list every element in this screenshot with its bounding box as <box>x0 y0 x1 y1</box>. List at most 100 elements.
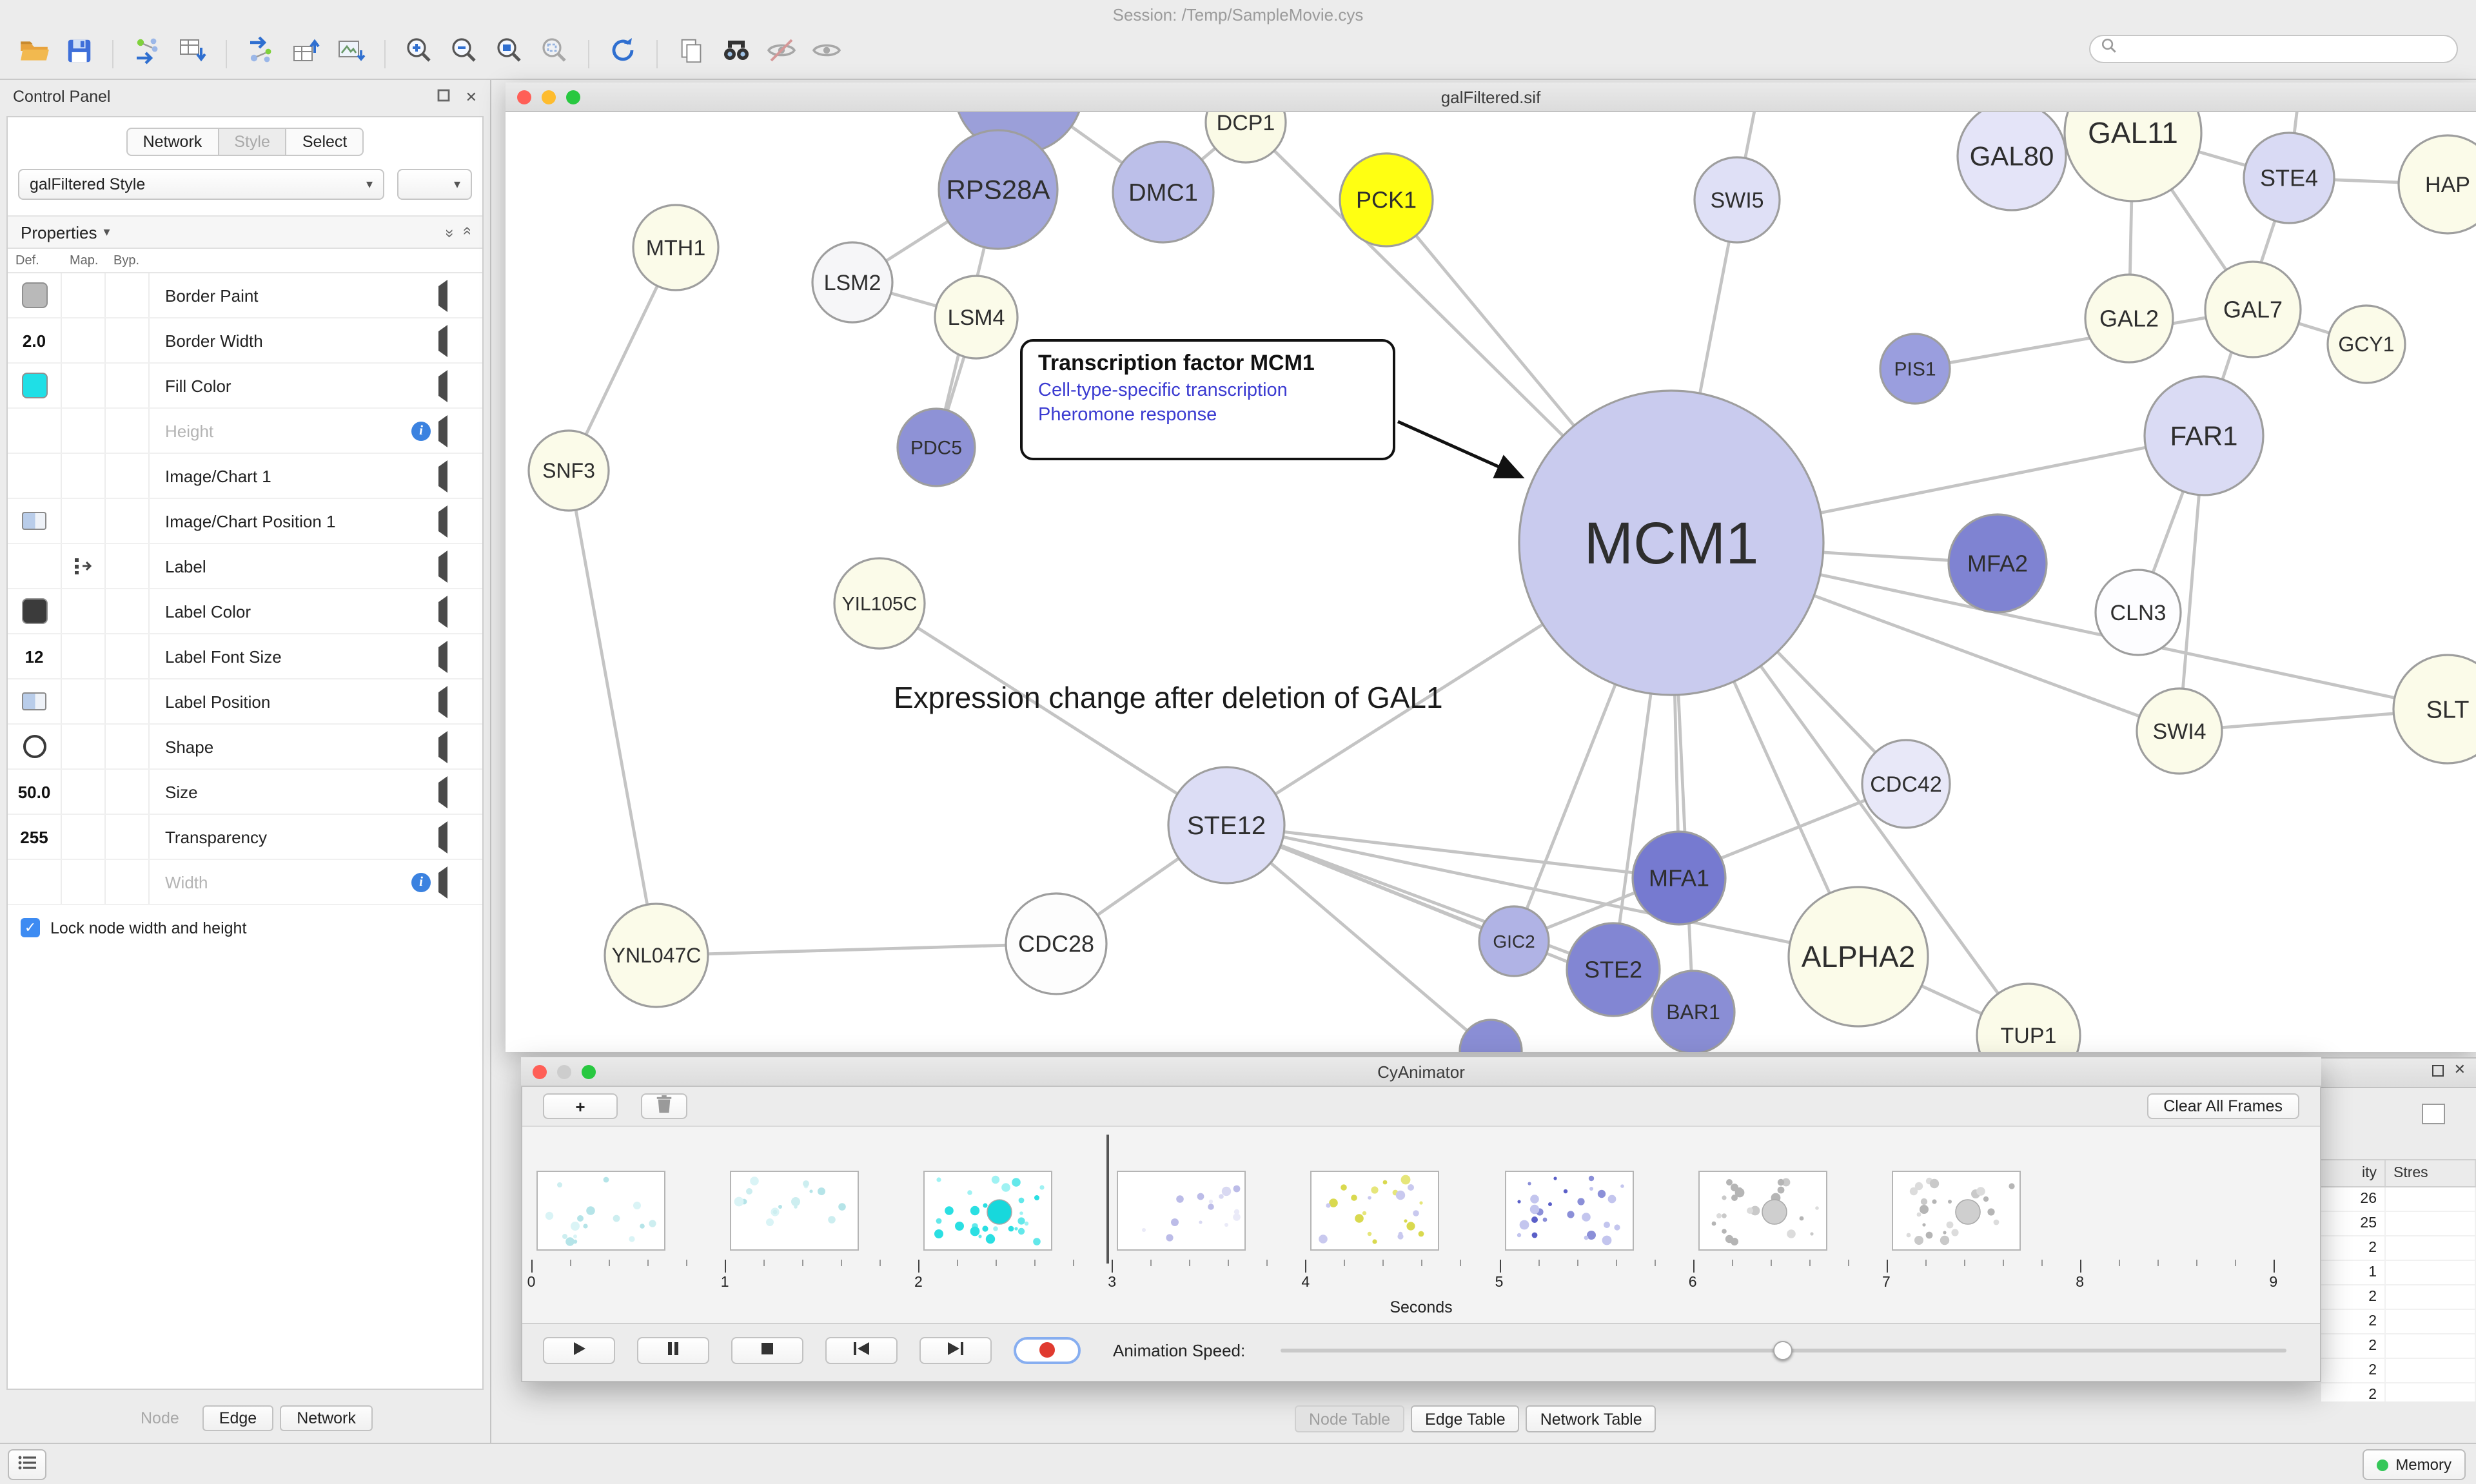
save-session-button[interactable] <box>58 34 99 73</box>
zoom-fit-button[interactable] <box>489 34 530 73</box>
color-swatch[interactable] <box>21 598 47 624</box>
tab-style[interactable]: Style <box>219 128 287 156</box>
pause-button[interactable] <box>637 1336 709 1363</box>
last-frame-button[interactable] <box>919 1336 992 1363</box>
expand-property-icon[interactable] <box>438 324 447 356</box>
network-node[interactable] <box>1460 1020 1522 1052</box>
frame-thumbnail-2[interactable] <box>923 1171 1052 1251</box>
expand-property-icon[interactable] <box>438 460 447 492</box>
minimize-window-button[interactable] <box>557 1064 571 1079</box>
default-value-cell[interactable]: 2.0 <box>8 318 62 362</box>
bypass-cell[interactable] <box>106 860 150 904</box>
mapping-cell[interactable] <box>62 679 106 723</box>
expand-property-icon[interactable] <box>438 776 447 808</box>
bypass-cell[interactable] <box>106 725 150 768</box>
import-network-button[interactable] <box>126 34 168 73</box>
bypass-cell[interactable] <box>106 454 150 498</box>
color-swatch[interactable] <box>21 373 47 398</box>
export-image-button[interactable] <box>330 34 371 73</box>
bypass-cell[interactable] <box>106 679 150 723</box>
discrete-mapping-icon[interactable] <box>62 544 106 588</box>
table-row[interactable]: 2 <box>2321 1359 2476 1383</box>
search-network-button[interactable] <box>716 34 757 73</box>
maximize-window-button[interactable] <box>582 1064 596 1079</box>
expand-property-icon[interactable] <box>438 595 447 627</box>
expand-property-icon[interactable] <box>438 866 447 898</box>
hide-selected-button[interactable] <box>761 34 802 73</box>
zoom-selected-button[interactable] <box>534 34 575 73</box>
table-row[interactable]: 2 <box>2321 1334 2476 1359</box>
zoom-in-button[interactable] <box>398 34 440 73</box>
table-row[interactable]: 2 <box>2321 1310 2476 1334</box>
default-value-cell[interactable] <box>8 409 62 453</box>
mapping-cell[interactable] <box>62 860 106 904</box>
bypass-cell[interactable] <box>106 409 150 453</box>
expand-property-icon[interactable] <box>438 369 447 402</box>
expand-property-icon[interactable] <box>438 415 447 447</box>
clear-all-frames-button[interactable]: Clear All Frames <box>2147 1093 2299 1119</box>
tab-node-table[interactable]: Node Table <box>1295 1405 1404 1432</box>
bypass-cell[interactable] <box>106 318 150 362</box>
frame-thumbnail-1[interactable] <box>730 1171 859 1251</box>
export-network-button[interactable] <box>240 34 281 73</box>
maximize-icon[interactable] <box>2432 1065 2444 1077</box>
default-value-cell[interactable]: 12 <box>8 634 62 678</box>
default-value-cell[interactable] <box>8 364 62 407</box>
frame-thumbnail-0[interactable] <box>536 1171 665 1251</box>
mapping-cell[interactable] <box>62 364 106 407</box>
info-icon[interactable]: i <box>411 872 431 892</box>
first-frame-button[interactable] <box>825 1336 898 1363</box>
mapping-cell[interactable] <box>62 454 106 498</box>
mapping-cell[interactable] <box>62 499 106 543</box>
bypass-cell[interactable] <box>106 770 150 814</box>
table-column-header[interactable]: ity <box>2321 1160 2386 1186</box>
show-all-button[interactable] <box>806 34 847 73</box>
table-row[interactable]: 1 <box>2321 1261 2476 1285</box>
expand-property-icon[interactable] <box>438 505 447 537</box>
default-value-cell[interactable] <box>8 725 62 768</box>
default-value-cell[interactable] <box>8 679 62 723</box>
table-row[interactable]: 25 <box>2321 1212 2476 1236</box>
default-value-cell[interactable] <box>8 499 62 543</box>
mapping-cell[interactable] <box>62 409 106 453</box>
tab-select[interactable]: Select <box>287 128 364 156</box>
mapping-cell[interactable] <box>62 770 106 814</box>
export-table-button[interactable] <box>285 34 326 73</box>
annotation-link[interactable]: Cell-type-specific transcription <box>1038 380 1377 401</box>
default-value-cell[interactable] <box>8 273 62 317</box>
expand-property-icon[interactable] <box>438 685 447 718</box>
default-value-cell[interactable]: 50.0 <box>8 770 62 814</box>
minimize-window-button[interactable] <box>542 90 556 104</box>
default-value-cell[interactable] <box>8 454 62 498</box>
close-panel-icon[interactable]: ✕ <box>466 88 477 105</box>
slider-handle[interactable] <box>1773 1340 1793 1360</box>
copy-button[interactable] <box>671 34 712 73</box>
playhead[interactable] <box>1106 1135 1109 1264</box>
table-row[interactable]: 2 <box>2321 1383 2476 1401</box>
properties-header[interactable]: Properties ▾ » » <box>8 215 482 249</box>
bypass-cell[interactable] <box>106 544 150 588</box>
animation-speed-slider[interactable] <box>1280 1336 2286 1363</box>
frame-thumbnail-4[interactable] <box>1311 1171 1440 1251</box>
apply-layout-button[interactable] <box>602 34 644 73</box>
panel-tab-edge[interactable]: Edge <box>202 1405 273 1431</box>
cyanimator-timeline[interactable]: Seconds 0123456789 <box>522 1126 2320 1324</box>
global-search-field[interactable] <box>2089 35 2458 63</box>
search-input[interactable] <box>2125 39 2446 59</box>
default-value-cell[interactable] <box>8 589 62 633</box>
frame-thumbnail-6[interactable] <box>1698 1171 1827 1251</box>
show-panels-button[interactable] <box>8 1449 46 1480</box>
lock-size-checkbox[interactable]: ✓ <box>21 918 40 937</box>
maximize-window-button[interactable] <box>566 90 580 104</box>
table-tool-icon[interactable] <box>2422 1104 2445 1124</box>
bypass-cell[interactable] <box>106 364 150 407</box>
expand-property-icon[interactable] <box>438 279 447 311</box>
tab-network-table[interactable]: Network Table <box>1526 1405 1656 1432</box>
mapping-cell[interactable] <box>62 318 106 362</box>
float-panel-icon[interactable] <box>437 88 450 105</box>
default-value-cell[interactable]: 255 <box>8 815 62 859</box>
expand-property-icon[interactable] <box>438 730 447 763</box>
bypass-cell[interactable] <box>106 273 150 317</box>
style-options-select[interactable]: ▾ <box>397 169 472 200</box>
table-window-titlebar[interactable]: ✕ <box>2321 1059 2476 1088</box>
